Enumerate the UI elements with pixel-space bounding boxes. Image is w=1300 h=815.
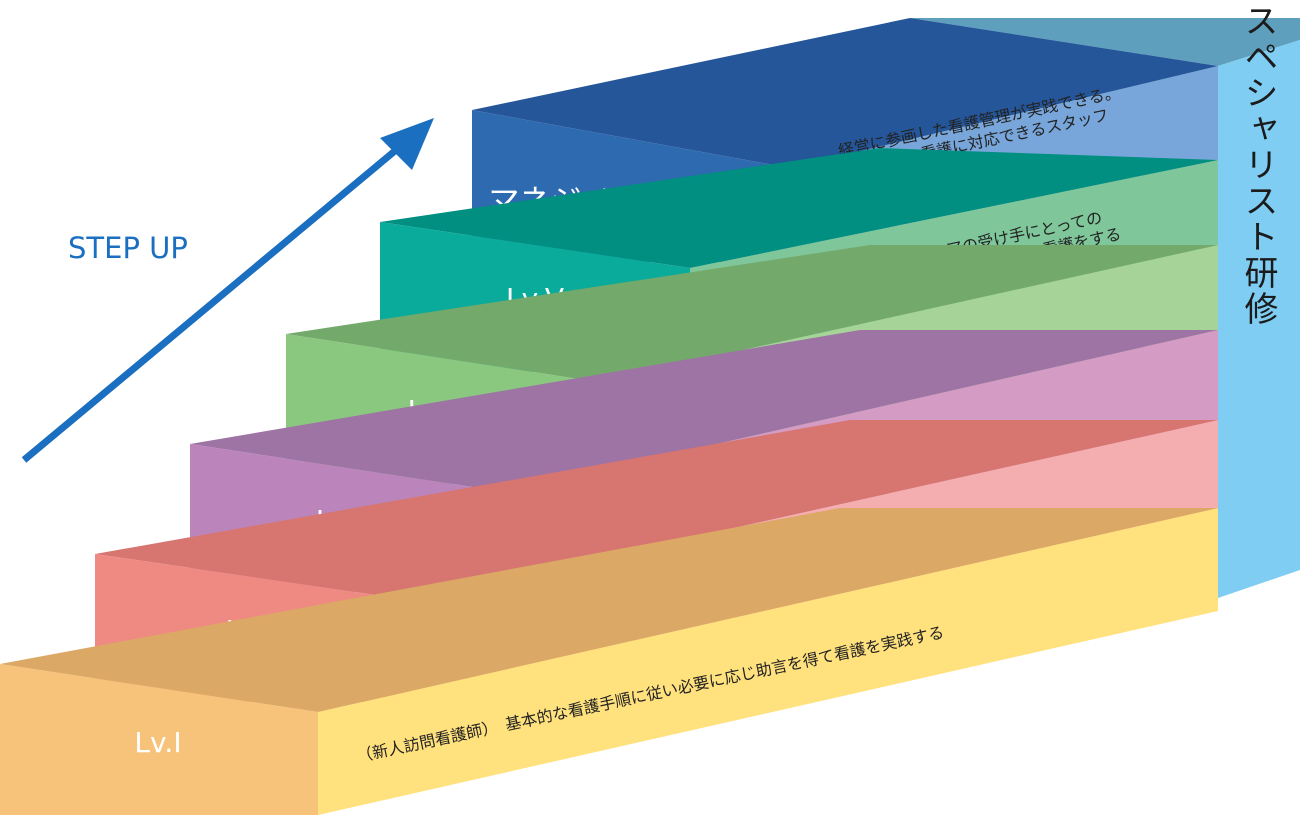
step-top-face <box>0 508 1218 712</box>
step-front-face <box>0 664 318 815</box>
specialist-training-label: スペシャリスト研修 <box>1238 3 1278 327</box>
specialist-top-face <box>910 18 1300 66</box>
step-top-face <box>286 245 1218 382</box>
step-top-face <box>190 330 1218 492</box>
step-up-arrow-shaft <box>21 137 411 463</box>
step-up-label: STEP UP <box>68 231 188 265</box>
step-lv1: Lv.Ⅰ（新人訪問看護師） 基本的な看護手順に従い必要に応じ助言を得て看護を実践… <box>0 508 1218 815</box>
specialist-front-face <box>1218 40 1300 598</box>
level-label-lv1: Lv.Ⅰ <box>134 726 181 759</box>
step-top-face <box>95 420 1218 600</box>
step-side-face <box>318 508 1218 815</box>
step-top-face <box>380 148 1218 268</box>
step-up-arrow-head <box>380 118 434 170</box>
step-top-face <box>472 18 1218 168</box>
